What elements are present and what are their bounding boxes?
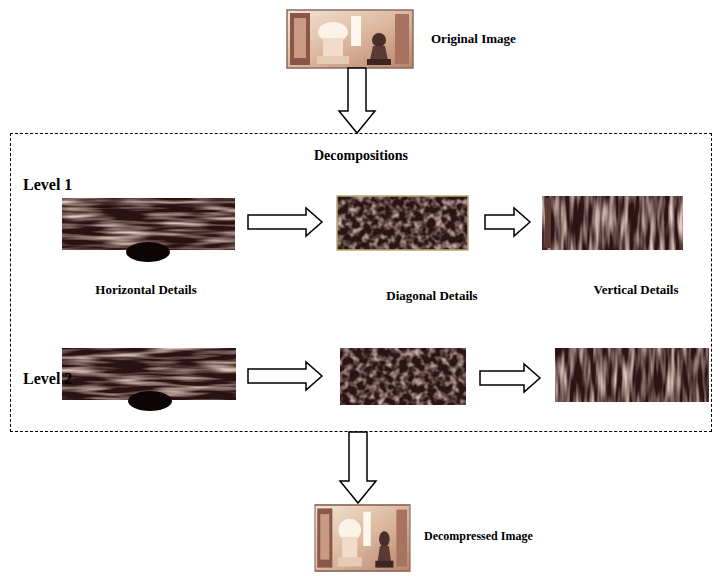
block-arrow [248, 208, 322, 236]
detail-texture [340, 348, 466, 405]
column-label: Horizontal Details [95, 282, 196, 298]
image-caption: Decompressed Image [424, 529, 533, 544]
column-label: Diagonal Details [386, 288, 477, 304]
image-caption: Original Image [431, 31, 516, 47]
detail-ground [337, 196, 468, 250]
detail-texture [555, 348, 709, 402]
column-label: Vertical Details [593, 282, 678, 298]
level-label: Level 1 [23, 176, 701, 194]
block-arrow [480, 364, 540, 392]
block-arrow [485, 208, 530, 236]
detail-ground [340, 348, 466, 405]
original-image [287, 10, 413, 68]
vertical-detail-image [555, 348, 709, 402]
group-heading: Decompositions [11, 134, 711, 164]
detail-texture [542, 196, 683, 250]
detail-ground [542, 196, 683, 250]
block-arrow [248, 362, 322, 390]
block-arrow-connector [339, 68, 375, 133]
horizontal-detail-image [62, 198, 235, 262]
diagonal-detail-image [337, 196, 468, 250]
horizontal-detail-image [62, 348, 236, 411]
detail-ground [555, 348, 709, 402]
level-band: Level 1 [19, 172, 705, 264]
decompressed-image [315, 505, 410, 571]
diagonal-detail-image [340, 348, 466, 405]
level-label: Level 2 [23, 370, 701, 388]
image-node: Decompressed Image [315, 503, 533, 569]
vertical-detail-image [542, 196, 683, 250]
block-arrow-connector [340, 432, 376, 503]
detail-streak [545, 198, 551, 248]
detail-shadow [128, 391, 172, 411]
level-band: Level 2 [19, 366, 705, 426]
detail-border [337, 196, 468, 250]
image-node: Original Image [287, 10, 516, 68]
detail-shadow [126, 242, 170, 262]
detail-texture [337, 196, 468, 250]
